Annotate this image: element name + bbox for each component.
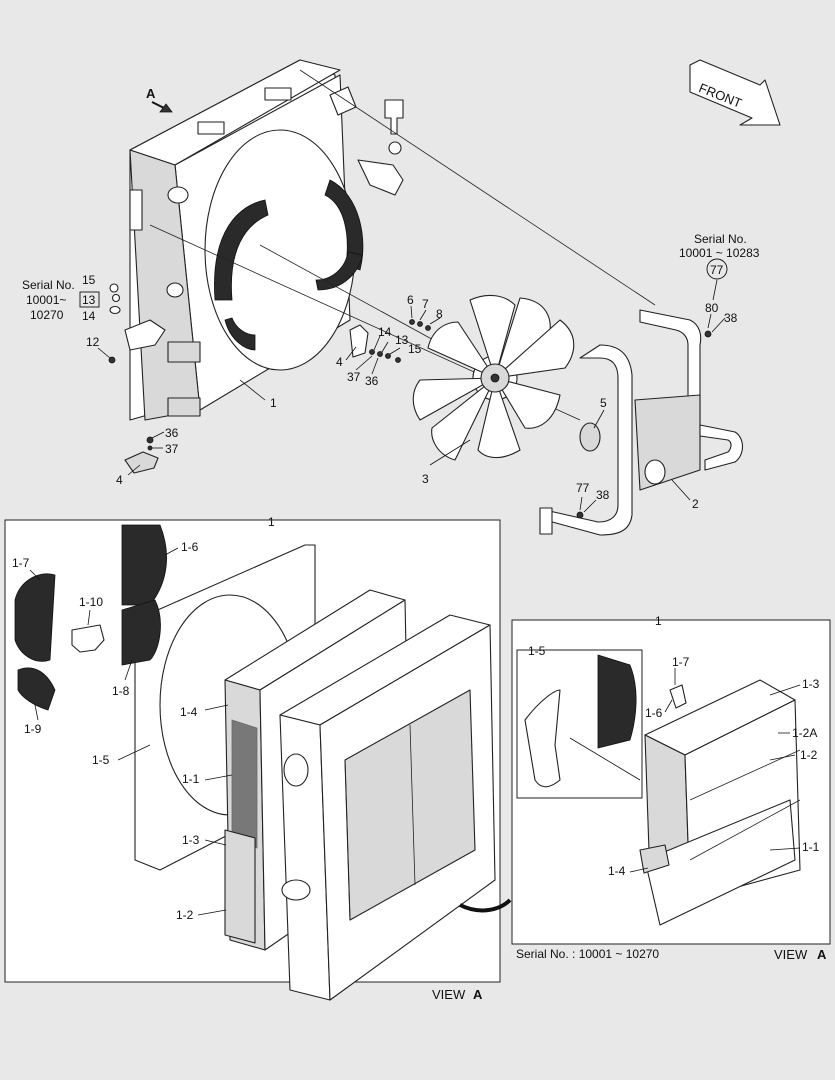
callout-38-bottom: 38 [596, 488, 610, 502]
callout-80: 80 [705, 301, 719, 315]
serial-notes: Serial No. 10001~ 10270 Serial No. 10001… [22, 232, 760, 322]
label-1-1: 1-1 [182, 772, 200, 786]
callout-13-center: 13 [395, 333, 409, 347]
callout-12: 12 [86, 335, 100, 349]
callout-4-left: 4 [116, 473, 123, 487]
label-1-4: 1-4 [180, 705, 198, 719]
right-detail-leaders [569, 668, 801, 873]
callout-5: 5 [600, 396, 607, 410]
fan-assembly [412, 294, 575, 461]
callout-37-center: 37 [347, 370, 361, 384]
fan-bracket [539, 309, 744, 536]
callout-37-left: 37 [165, 442, 179, 456]
view-word-left: VIEW [432, 987, 466, 1002]
left-detail-art [14, 524, 512, 1001]
label-1-8: 1-8 [112, 684, 130, 698]
view-letter-left: A [473, 987, 483, 1002]
serial-left-line3: 10270 [30, 308, 64, 322]
right-detail-labels: 1 1-5 1-7 1-6 1-3 1-2A 1-2 1-1 1-4 Seria… [516, 614, 827, 962]
callout-15-left: 15 [82, 273, 96, 287]
callout-13-left: 13 [82, 293, 96, 307]
serial-left-line2: 10001~ [26, 293, 66, 307]
serial-left-line1: Serial No. [22, 278, 75, 292]
label-1-10: 1-10 [79, 595, 103, 609]
serial-right-line1: Serial No. [694, 232, 747, 246]
callout-8: 8 [436, 307, 443, 321]
right-detail-art [524, 654, 801, 926]
detail-left-header: 1 [268, 515, 275, 529]
label-r-1-3: 1-3 [802, 677, 820, 691]
left-detail-labels: 1 1-6 1-7 1-10 1-8 1-9 1-4 1-5 1-1 1-3 1… [12, 515, 483, 1002]
label-r-1-6: 1-6 [645, 706, 663, 720]
view-a-arrow [151, 101, 173, 113]
callout-77-circled: 77 [710, 263, 724, 277]
view-letter-right: A [817, 947, 827, 962]
callout-7: 7 [422, 297, 429, 311]
callout-15-center: 15 [408, 342, 422, 356]
label-r-1-1: 1-1 [802, 840, 820, 854]
label-1-7: 1-7 [12, 556, 30, 570]
callout-77: 77 [576, 481, 590, 495]
callout-38-top: 38 [724, 311, 738, 325]
detail-right-header: 1 [655, 614, 662, 628]
front-arrow [689, 59, 781, 126]
label-r-1-7: 1-7 [672, 655, 690, 669]
label-1-5: 1-5 [92, 753, 110, 767]
label-1-6: 1-6 [181, 540, 199, 554]
callout-3: 3 [422, 472, 429, 486]
callout-2: 2 [692, 497, 699, 511]
label-r-1-2: 1-2 [800, 748, 818, 762]
callout-13-box [79, 291, 100, 308]
label-r-1-2A: 1-2A [792, 726, 817, 740]
callout-77-circle [706, 258, 728, 280]
label-r-1-4: 1-4 [608, 864, 626, 878]
top-leaders [97, 279, 726, 513]
label-1-3: 1-3 [182, 833, 200, 847]
inset-label-1-5: 1-5 [528, 644, 546, 658]
spacer [579, 422, 601, 452]
callout-14-center: 14 [378, 325, 392, 339]
callout-36-center: 36 [365, 374, 379, 388]
callout-6: 6 [407, 293, 414, 307]
callout-1: 1 [270, 396, 277, 410]
radiator-assembly [129, 59, 404, 421]
serial-caption-right: Serial No. : 10001 ~ 10270 [516, 947, 659, 961]
serial-right-line2: 10001 ~ 10283 [679, 246, 760, 260]
callout-4-center: 4 [336, 355, 343, 369]
top-callout-labels: 1 2 3 4 4 5 6 7 8 12 13 13 14 14 15 15 3… [82, 263, 738, 511]
left-detail-leaders [29, 547, 233, 916]
callout-36-left: 36 [165, 426, 179, 440]
view-word-right: VIEW [774, 947, 808, 962]
view-marker-a: A [146, 86, 156, 101]
callout-14-left: 14 [82, 309, 96, 323]
label-1-2: 1-2 [176, 908, 194, 922]
label-1-9: 1-9 [24, 722, 42, 736]
